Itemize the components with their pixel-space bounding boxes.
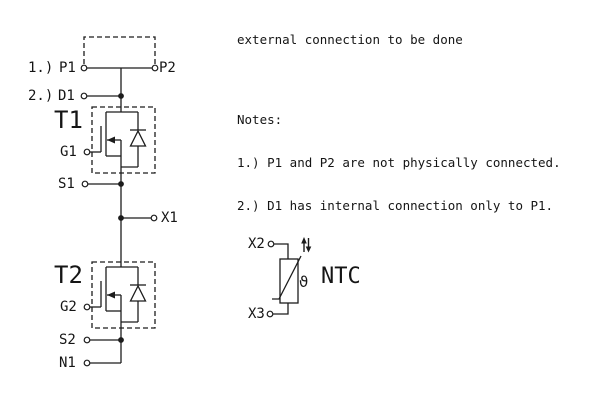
terminal-circle-s1 [81,180,89,188]
terminal-label-p1: P1 [59,60,76,76]
t2-diode-triangle [129,284,147,302]
terminal-label-n1: N1 [59,355,76,371]
arrow-up-icon [301,237,307,244]
notes-block: Notes: 1.) P1 and P2 are not physically … [237,85,561,241]
wires [87,67,152,364]
mosfet-t1 [90,106,156,174]
t2-package-box [91,261,156,329]
terminal-label-g1: G1 [60,144,77,160]
t1-package-box [91,106,156,174]
ntc-diagonal [272,255,302,300]
ntc-x3-wire [273,303,289,315]
t1-diode-triangle [129,129,147,147]
terminal-label-s1: S1 [58,176,75,192]
terminal-circle-d1 [80,92,88,100]
bidirectional-arrows-icon [301,237,312,253]
component-label-t1: T1 [54,106,83,134]
terminal-label-x1: X1 [161,210,178,226]
terminal-label-d1: D1 [58,88,75,104]
t2-channel-arrow-icon [107,291,115,299]
terminal-circle-x2 [267,240,275,248]
theta-symbol: ϑ [299,273,309,291]
terminal-label-p2: P2 [159,60,176,76]
arrow-down-icon [305,246,312,253]
component-label-t2: T2 [54,261,83,289]
terminal-circle-x1 [150,214,158,222]
terminal-circle-p2 [151,64,159,72]
notes-title: Notes: [237,112,283,128]
junction-dot-d1 [118,93,124,99]
component-label-ntc: NTC [321,264,361,289]
terminal-label-g2: G2 [60,299,77,315]
junction-dot-s1 [118,181,124,187]
notes-item-2: 2.) D1 has internal connection only to P… [237,197,554,213]
ntc-thermistor [272,237,312,315]
junction-dots [118,93,124,343]
t1-channel-arrow-icon [107,136,115,144]
junction-dot-x1 [118,215,124,221]
terminal-circle-x3 [266,310,274,318]
terminal-circle-p1 [80,64,88,72]
terminal-circles [80,64,275,367]
junction-dot-s2 [118,337,124,343]
note-ref-2: 2.) [28,88,54,104]
header-text: external connection to be done [237,32,463,47]
mosfet-t2 [90,261,156,329]
terminal-circle-g1 [83,148,91,156]
notes-item-1: 1.) P1 and P2 are not physically connect… [237,155,561,171]
ntc-x2-wire [274,243,289,259]
terminal-label-x2: X2 [248,236,265,252]
terminal-label-x3: X3 [248,306,265,322]
external-connection-box [83,36,156,64]
terminal-label-s2: S2 [59,332,76,348]
terminal-circle-n1 [83,359,91,367]
terminal-circle-s2 [83,336,91,344]
ntc-resistor-body [279,258,299,304]
note-ref-1: 1.) [28,60,54,76]
terminal-circle-g2 [83,303,91,311]
